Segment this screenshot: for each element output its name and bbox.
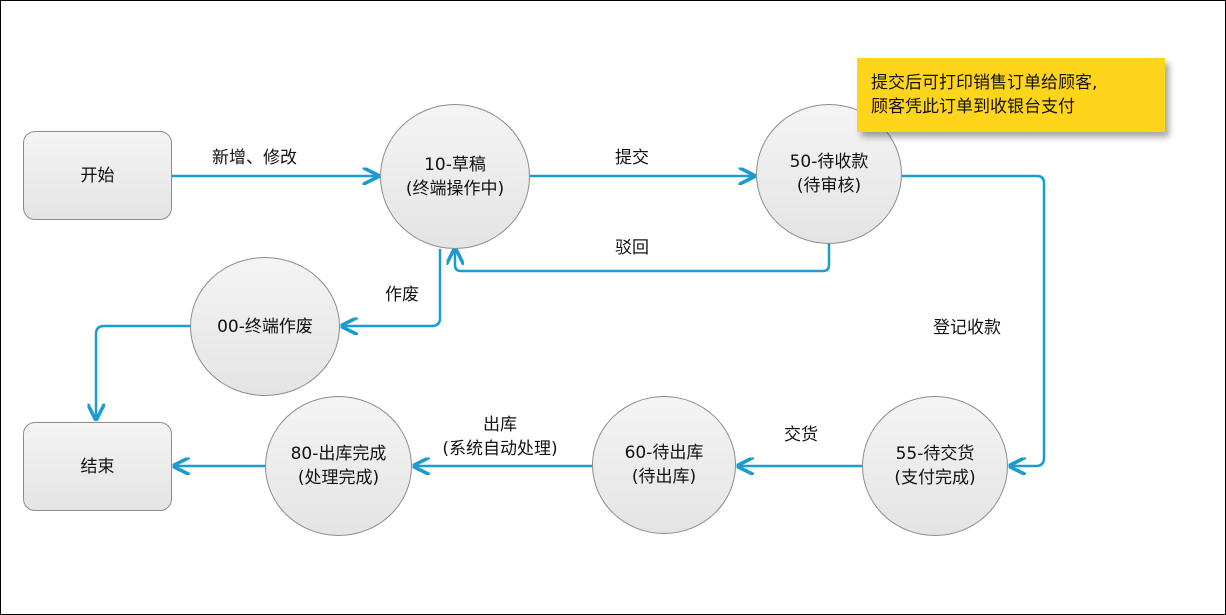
edge-draft-to-voided xyxy=(342,249,442,326)
edge-label-outbound-line1: 出库 xyxy=(483,415,517,435)
edge-label-deliver: 交货 xyxy=(784,425,818,445)
edge-label-outbound-line2: (系统自动处理) xyxy=(442,439,558,459)
node-pending-outbound: 60-待出库 (待出库) xyxy=(592,396,736,534)
edge-label-reject: 驳回 xyxy=(615,238,649,258)
node-voided: 00-终端作废 xyxy=(190,257,340,396)
node-outbound-done-line2: (处理完成) xyxy=(297,468,380,488)
node-start: 开始 xyxy=(23,131,172,220)
sticky-note: 提交后可打印销售订单给顾客, 顾客凭此订单到收银台支付 xyxy=(857,58,1165,132)
node-pending-delivery-line2: (支付完成) xyxy=(894,468,976,488)
node-pending-payment-line1: 50-待收款 xyxy=(789,152,869,172)
node-pending-delivery: 55-待交货 (支付完成) xyxy=(862,396,1008,536)
node-draft-line1: 10-草稿 xyxy=(424,154,486,175)
node-draft: 10-草稿 (终端操作中) xyxy=(380,104,530,249)
node-end: 结束 xyxy=(23,422,172,511)
edge-label-submit: 提交 xyxy=(615,148,649,168)
node-pending-payment-line2: (待审核) xyxy=(796,176,862,196)
edge-pending-payment-to-draft xyxy=(455,244,831,273)
sticky-note-line1: 提交后可打印销售订单给顾客, xyxy=(871,73,1098,93)
edge-label-void: 作废 xyxy=(385,285,419,305)
edge-label-add-edit: 新增、修改 xyxy=(212,148,297,168)
edge-pending-payment-to-pending-delivery xyxy=(902,174,1046,466)
node-start-label: 开始 xyxy=(80,165,115,186)
node-draft-line2: (终端操作中) xyxy=(405,178,505,199)
edge-voided-to-end xyxy=(96,324,190,419)
node-voided-label: 00-终端作废 xyxy=(217,316,313,337)
edge-label-outbound: 出库 (系统自动处理) xyxy=(425,413,575,461)
edge-label-register-payment: 登记收款 xyxy=(933,318,1001,338)
node-pending-outbound-line2: (待出库) xyxy=(631,467,697,487)
sticky-note-line2: 顾客凭此订单到收银台支付 xyxy=(871,97,1075,117)
node-outbound-done: 80-出库完成 (处理完成) xyxy=(265,396,412,536)
node-pending-outbound-line1: 60-待出库 xyxy=(624,443,704,463)
node-end-label: 结束 xyxy=(80,456,115,477)
node-outbound-done-line1: 80-出库完成 xyxy=(290,444,387,464)
node-pending-delivery-line1: 55-待交货 xyxy=(895,444,975,464)
